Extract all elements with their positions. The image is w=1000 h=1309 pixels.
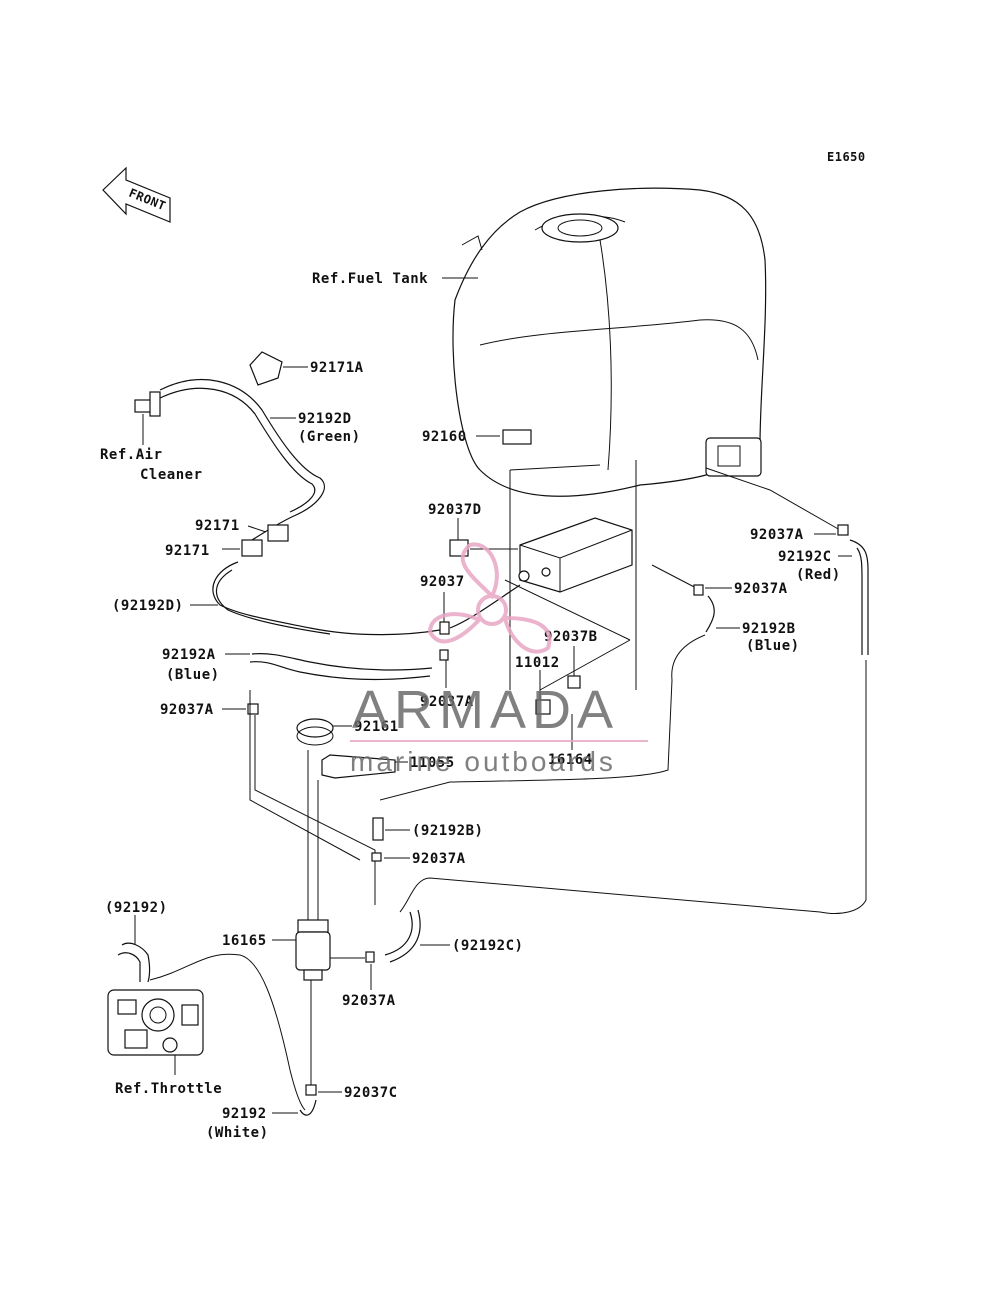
label-92192B-paren: (92192B) — [412, 823, 483, 839]
label-92161: 92161 — [354, 719, 399, 735]
bracket-11055-icon — [321, 754, 396, 779]
propeller-logo-icon — [427, 542, 552, 654]
label-92037: 92037 — [420, 574, 465, 590]
label-blue-b: (Blue) — [746, 638, 800, 654]
clamp-92171-icon — [241, 524, 289, 557]
hose-92192A — [249, 661, 431, 681]
label-92037A-r2: 92037A — [734, 581, 788, 597]
label-92037A-b: 92037A — [342, 993, 396, 1009]
watermark-title: ARMADA — [352, 680, 619, 740]
part-92161-icon — [296, 718, 334, 746]
label-92192: 92192 — [222, 1106, 267, 1122]
label-92037A-left: 92037A — [160, 702, 214, 718]
part-92160-icon — [502, 429, 532, 445]
label-92037C: 92037C — [344, 1085, 398, 1101]
label-fuel-tank: Ref.Fuel Tank — [312, 271, 428, 287]
label-92192D: 92192D — [298, 411, 352, 427]
label-92037D: 92037D — [428, 502, 482, 518]
throttle-body-icon — [107, 942, 306, 1111]
diagram-code: E1650 — [827, 150, 866, 164]
label-92192-paren: (92192) — [105, 900, 168, 916]
label-11012: 11012 — [515, 655, 560, 671]
label-92192C-paren: (92192C) — [452, 938, 523, 954]
label-92171-a: 92171 — [195, 518, 240, 534]
label-green: (Green) — [298, 429, 361, 445]
filter-16165-icon — [295, 750, 331, 981]
watermark: ARMADA marine outboards — [350, 542, 648, 777]
label-red: (Red) — [796, 567, 841, 583]
label-92192C: 92192C — [778, 549, 832, 565]
label-92037A-c: 92037A — [412, 851, 466, 867]
label-air-cleaner-1: Ref.Air — [100, 447, 163, 463]
label-11055: 11055 — [410, 755, 455, 771]
label-92171-b: 92171 — [165, 543, 210, 559]
fuel-tank-drawing — [452, 187, 767, 497]
air-cleaner-fitting-icon — [134, 391, 161, 417]
front-arrow-icon: FRONT — [102, 166, 171, 223]
label-air-cleaner-2: Cleaner — [140, 467, 203, 483]
watermark-subtitle: marine outboards — [350, 746, 616, 777]
label-92192B: 92192B — [742, 621, 796, 637]
label-92037A-mid: 92037A — [420, 694, 474, 710]
label-92160: 92160 — [422, 429, 467, 445]
label-92037A-tr: 92037A — [750, 527, 804, 543]
hose-92192D-lower — [212, 561, 441, 636]
label-white: (White) — [206, 1125, 269, 1141]
canister-icon — [518, 517, 633, 593]
hose-92192D — [159, 379, 325, 541]
label-throttle: Ref.Throttle — [115, 1081, 222, 1097]
label-16165: 16165 — [222, 933, 267, 949]
label-92192D-paren: (92192D) — [112, 598, 183, 614]
label-16164: 16164 — [548, 752, 593, 768]
clamp-92171A-icon — [249, 351, 283, 386]
label-92037B: 92037B — [544, 629, 598, 645]
label-blue-a: (Blue) — [166, 667, 220, 683]
label-92171A: 92171A — [310, 360, 364, 376]
label-92192A: 92192A — [162, 647, 216, 663]
